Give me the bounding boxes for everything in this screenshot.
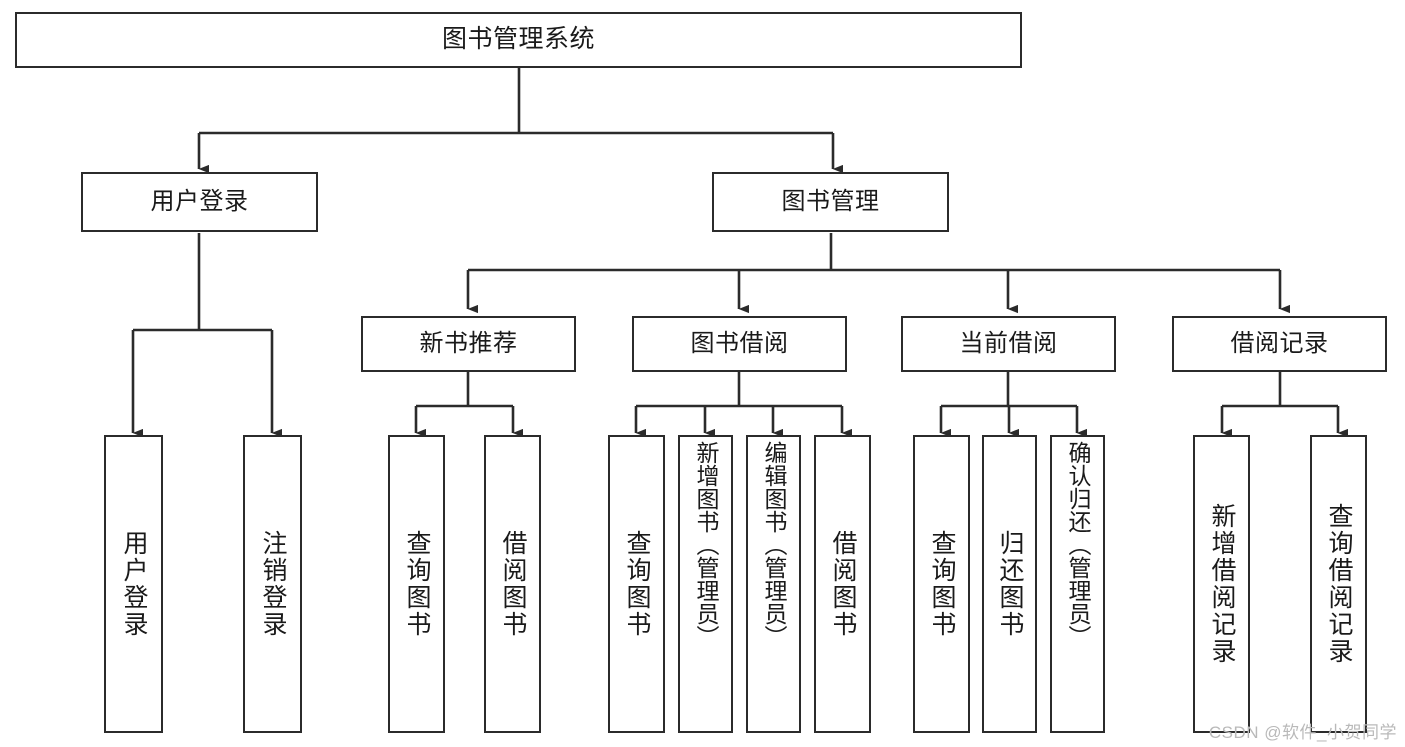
node-label: 用户登录 [150,187,249,215]
node-label: 新增图书（管理员） [693,441,719,648]
node-borrowing-record[interactable]: 借阅记录 [1172,316,1387,372]
node-label: 当前借阅 [959,329,1058,357]
node-label: 借阅图书 [829,530,857,638]
node-label: 归还图书 [996,530,1024,638]
leaf-borrow-book-recommendation[interactable]: 借阅图书 [484,435,541,733]
node-label: 新书推荐 [419,329,518,357]
node-root-book-management-system[interactable]: 图书管理系统 [15,12,1022,68]
leaf-user-login[interactable]: 用户登录 [104,435,163,733]
leaf-return-book[interactable]: 归还图书 [982,435,1037,733]
node-current-borrowing[interactable]: 当前借阅 [901,316,1116,372]
node-label: 查询图书 [623,530,651,638]
leaf-query-book-current[interactable]: 查询图书 [913,435,970,733]
watermark: CSDN @软件_小贺同学 [1208,723,1397,742]
leaf-query-book-borrowing[interactable]: 查询图书 [608,435,665,733]
node-label: 图书借阅 [690,329,789,357]
node-label: 新增借阅记录 [1208,503,1236,665]
node-label: 查询图书 [403,530,431,638]
node-book-management[interactable]: 图书管理 [712,172,949,232]
node-label: 借阅图书 [499,530,527,638]
node-label: 注销登录 [259,530,287,638]
leaf-edit-book-admin[interactable]: 编辑图书（管理员） [746,435,801,733]
node-new-book-recommendation[interactable]: 新书推荐 [361,316,576,372]
node-label: 查询借阅记录 [1325,503,1353,665]
node-label: 图书管理 [781,187,880,215]
node-label: 查询图书 [928,530,956,638]
node-label: 用户登录 [120,530,148,638]
leaf-add-borrow-record[interactable]: 新增借阅记录 [1193,435,1250,733]
node-label: 图书管理系统 [441,25,595,54]
node-user-login[interactable]: 用户登录 [81,172,318,232]
node-label: 借阅记录 [1230,329,1329,357]
leaf-query-borrow-record[interactable]: 查询借阅记录 [1310,435,1367,733]
node-label: 编辑图书（管理员） [761,441,787,648]
leaf-logout[interactable]: 注销登录 [243,435,302,733]
leaf-query-book-recommendation[interactable]: 查询图书 [388,435,445,733]
node-label: 确认归还（管理员） [1065,441,1091,648]
leaf-confirm-return-admin[interactable]: 确认归还（管理员） [1050,435,1105,733]
node-book-borrowing[interactable]: 图书借阅 [632,316,847,372]
leaf-add-book-admin[interactable]: 新增图书（管理员） [678,435,733,733]
leaf-borrow-book-borrowing[interactable]: 借阅图书 [814,435,871,733]
